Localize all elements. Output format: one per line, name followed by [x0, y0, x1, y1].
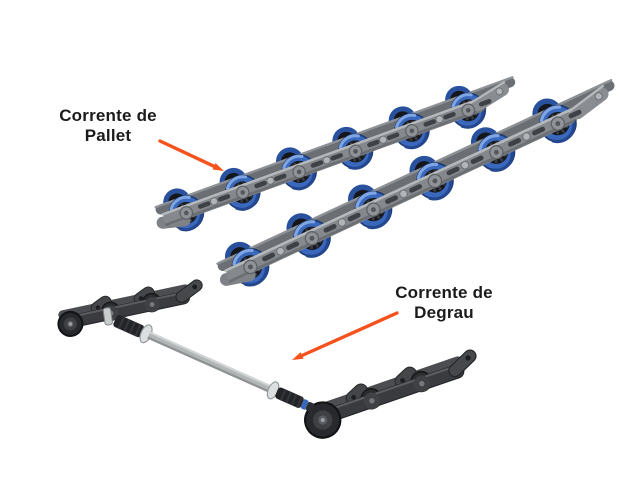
pallet-chain-bottom [216, 78, 615, 287]
step-chain-left [57, 279, 203, 337]
degrau-label-line1: Corrente de [395, 283, 493, 302]
pallet-chain-label: Corrente de Pallet [59, 106, 157, 146]
degrau-arrow [292, 311, 399, 360]
pallet-arrow [158, 139, 224, 171]
axle-pin [102, 307, 113, 326]
step-axle [113, 315, 315, 412]
degrau-label-line2: Degrau [414, 303, 474, 322]
step-chain-right [304, 349, 477, 439]
degrau-chain-label: Corrente de Degrau [395, 283, 493, 323]
pallet-chain-top [154, 76, 516, 232]
pallet-label-line2: Pallet [84, 126, 132, 145]
pallet-label-line1: Corrente de [59, 106, 157, 125]
